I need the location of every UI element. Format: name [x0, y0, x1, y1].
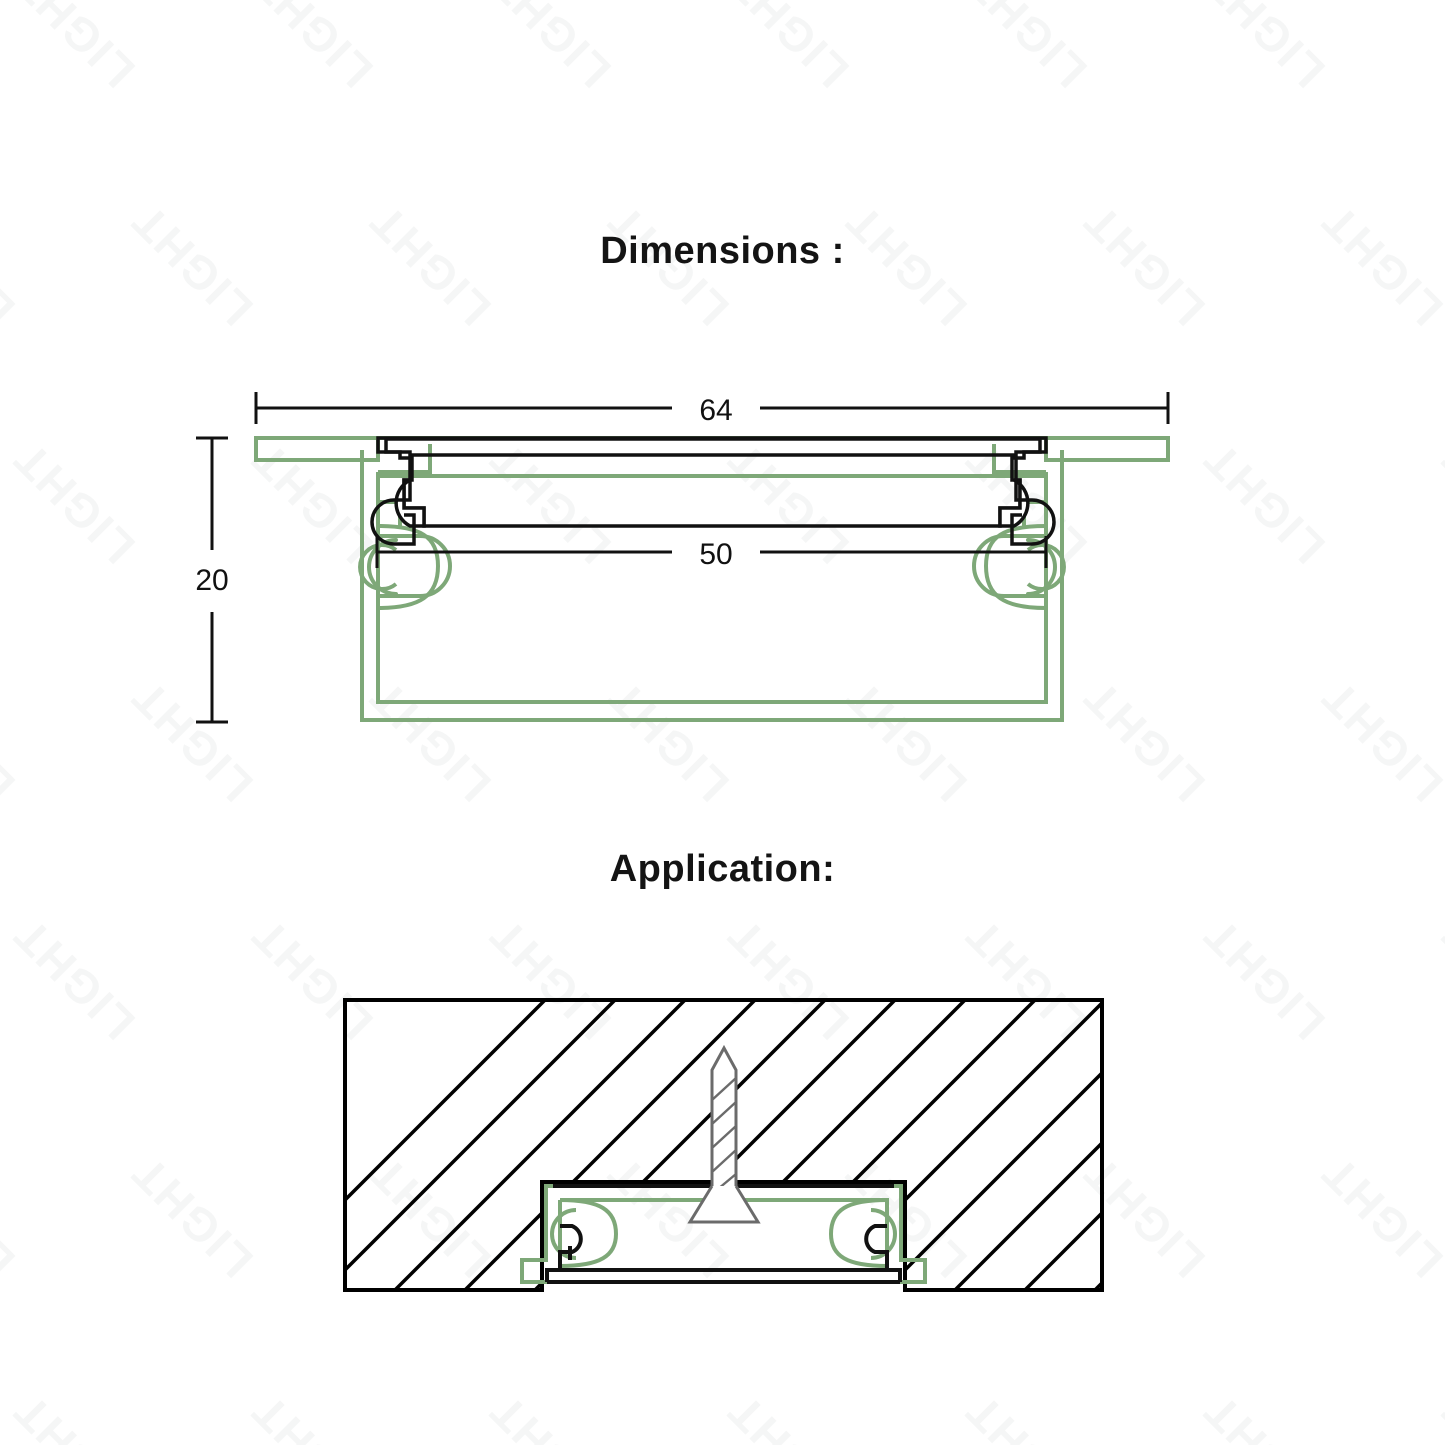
cover-profile-detail	[370, 437, 1056, 546]
aluminium-profile-body	[254, 436, 1170, 722]
watermark-text: LIGHT	[955, 1384, 1098, 1445]
dimension-64-label: 64	[699, 394, 732, 427]
dimension-50-label: 50	[699, 538, 732, 571]
mounting-screw-icon	[687, 1044, 761, 1224]
watermark-text: LIGHT	[717, 0, 859, 98]
watermark-text: LIGHT	[3, 1384, 146, 1445]
watermark-text: LIGHT	[1193, 0, 1335, 98]
watermark-text: LIGHT	[1193, 1384, 1336, 1445]
watermark-text: LIGHT	[1431, 1384, 1445, 1445]
page-title-application: Application:	[609, 848, 836, 890]
watermark-text: LIGHT	[241, 1384, 384, 1445]
dimension-20-label: 20	[195, 564, 228, 597]
screw-channels	[367, 524, 1057, 610]
watermark-text: LIGHT	[479, 0, 621, 98]
watermark-text: LIGHT	[955, 0, 1097, 98]
watermark-text: LIGHT	[1431, 0, 1445, 98]
watermark-text: LIGHT	[717, 1384, 860, 1445]
page-title-dimensions: Dimensions :	[600, 230, 845, 272]
dimension-64: 64	[254, 392, 1170, 427]
application-drawing	[343, 998, 1104, 1292]
wall-outline	[343, 998, 1104, 1292]
substrate-wall	[343, 998, 1104, 1292]
aluminium-profile-outline	[254, 436, 1170, 722]
dimension-50: 50	[375, 536, 1048, 571]
watermark-text: LIGHT	[3, 0, 145, 98]
dimension-20: 20	[195, 436, 229, 724]
watermark-text: LIGHT	[241, 0, 383, 98]
diffuser-cover-insert	[376, 436, 1048, 528]
dimensions-drawing: 64 20	[195, 392, 1170, 724]
watermark-text: LIGHT	[479, 1384, 622, 1445]
installed-profile	[520, 1184, 927, 1284]
